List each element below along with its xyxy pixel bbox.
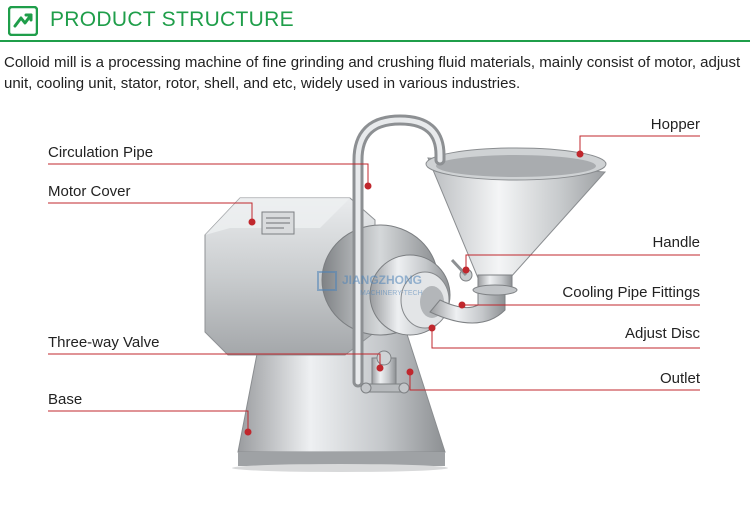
page-title: PRODUCT STRUCTURE bbox=[50, 8, 294, 31]
callout-dots bbox=[244, 150, 584, 436]
watermark-brand: JIANGZHONG bbox=[342, 273, 422, 287]
label-base: Base bbox=[48, 391, 83, 408]
shell-part bbox=[321, 224, 451, 336]
motor-cover-part bbox=[204, 197, 376, 356]
section-header: PRODUCT STRUCTURE bbox=[0, 0, 750, 44]
callout-line-three-way-valve bbox=[48, 353, 381, 368]
callout-line-adjust-disc bbox=[431, 328, 700, 349]
callout-line-handle bbox=[465, 254, 700, 270]
hopper-part bbox=[425, 147, 607, 296]
description-text: Colloid mill is a processing machine of … bbox=[4, 54, 741, 92]
label-outlet: Outlet bbox=[659, 370, 700, 387]
header-divider bbox=[0, 40, 750, 42]
brand-watermark: JIANGZHONG MACHINERY-TECH bbox=[317, 271, 423, 297]
colloid-mill-illustration: JIANGZHONG MACHINERY-TECH bbox=[48, 114, 700, 472]
callout-line-motor-cover bbox=[48, 202, 253, 222]
label-circulation-pipe: Circulation Pipe bbox=[48, 144, 154, 161]
label-three-way-valve: Three-way Valve bbox=[48, 334, 160, 351]
callout-line-circulation-pipe bbox=[48, 163, 369, 186]
label-adjust-disc: Adjust Disc bbox=[624, 325, 700, 342]
label-cooling-pipe-fittings: Cooling Pipe Fittings bbox=[562, 284, 700, 301]
callout-line-outlet bbox=[409, 372, 700, 391]
callout-line-hopper bbox=[579, 135, 700, 154]
callout-line-base bbox=[48, 410, 249, 432]
watermark-sub: MACHINERY-TECH bbox=[360, 290, 423, 297]
green-arrow-square-icon bbox=[8, 6, 38, 36]
label-handle: Handle bbox=[652, 234, 700, 251]
label-hopper: Hopper bbox=[650, 116, 700, 133]
callouts bbox=[48, 135, 700, 432]
label-motor-cover: Motor Cover bbox=[48, 183, 131, 200]
circulation-pipe-part bbox=[352, 114, 446, 388]
